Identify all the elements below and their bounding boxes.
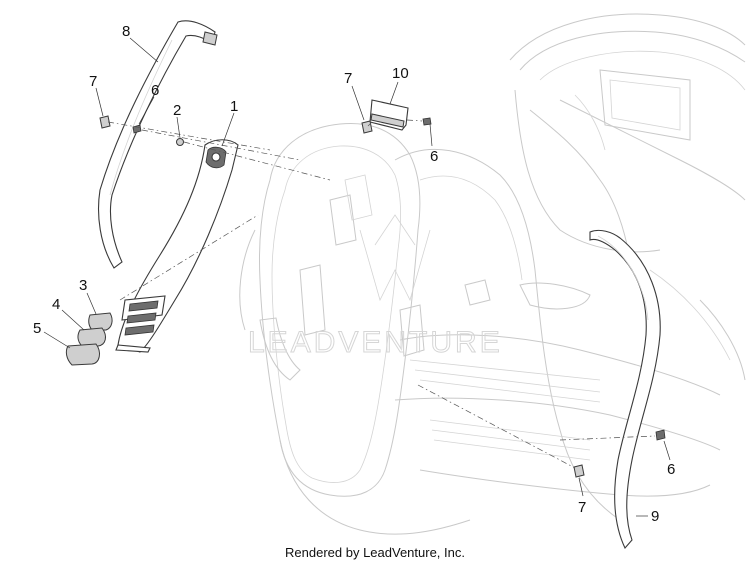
callout-8: 8 bbox=[122, 23, 130, 40]
part-4-badge bbox=[77, 327, 106, 347]
callout-7-upper-left: 7 bbox=[89, 73, 97, 90]
part-8-trim-strip bbox=[98, 20, 218, 269]
callout-3: 3 bbox=[79, 277, 87, 294]
callout-7-lower: 7 bbox=[578, 499, 586, 516]
callout-6-lower-right: 6 bbox=[667, 461, 675, 478]
part-3-badge bbox=[88, 312, 113, 331]
part-6-screw-center bbox=[422, 117, 432, 126]
part-2-nut bbox=[176, 138, 184, 146]
callout-labels: 8 7 6 2 1 3 4 5 7 10 6 6 7 9 bbox=[33, 23, 675, 525]
leader-lines bbox=[43, 37, 671, 517]
callout-2: 2 bbox=[173, 102, 181, 119]
callout-4: 4 bbox=[52, 296, 60, 313]
part-10-bracket bbox=[369, 99, 409, 131]
part-1-horn-cover bbox=[115, 139, 239, 353]
callout-6-upper-left: 6 bbox=[151, 82, 159, 99]
part-6-screw-lower-right bbox=[655, 429, 666, 441]
part-7-clip-lower bbox=[573, 464, 585, 478]
part-9-trim-strip bbox=[589, 229, 661, 549]
scooter-body-outline bbox=[239, 13, 746, 535]
part-7-clip-center bbox=[361, 120, 373, 134]
callout-7-center: 7 bbox=[344, 70, 352, 87]
callout-9: 9 bbox=[651, 508, 659, 525]
leadventure-watermark-logo: LEADVENTURE bbox=[248, 214, 503, 360]
callout-10: 10 bbox=[392, 65, 409, 82]
callout-5: 5 bbox=[33, 320, 41, 337]
part-7-clip-upper-left bbox=[99, 115, 111, 129]
watermark-text: LEADVENTURE bbox=[248, 326, 503, 359]
callout-1: 1 bbox=[230, 98, 238, 115]
footer-credit: Rendered by LeadVenture, Inc. bbox=[285, 545, 465, 560]
part-5-badge bbox=[65, 343, 100, 366]
callout-6-center: 6 bbox=[430, 148, 438, 165]
assembly-lines bbox=[107, 119, 656, 469]
